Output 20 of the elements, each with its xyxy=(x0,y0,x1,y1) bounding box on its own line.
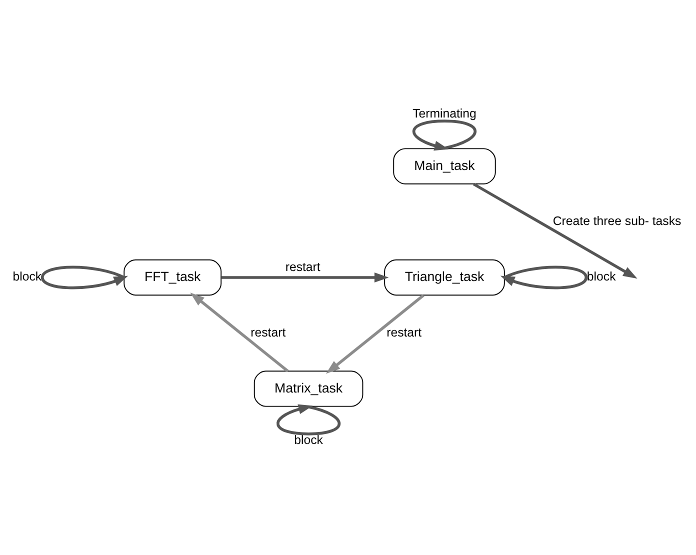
edge-label: block xyxy=(294,432,323,447)
node-box: Triangle_task xyxy=(384,259,505,296)
edge-label: restart xyxy=(386,325,422,340)
node-box: Main_task xyxy=(393,148,496,184)
edge-label: Terminating xyxy=(412,106,476,121)
node-box: Matrix_task xyxy=(254,370,364,407)
edge-label: Create three sub- tasks xyxy=(552,214,682,228)
edge-label: restart xyxy=(250,325,286,340)
arrow xyxy=(190,292,289,372)
edge-label: block xyxy=(586,270,616,284)
node-box: FFT_task xyxy=(124,259,222,296)
arrow xyxy=(326,294,424,374)
edge-label: block xyxy=(12,270,42,284)
arrow xyxy=(472,182,638,279)
arrow xyxy=(500,266,588,290)
arrow xyxy=(276,404,340,436)
edge-label: restart xyxy=(285,260,320,274)
arrow xyxy=(40,266,128,290)
arrow xyxy=(221,272,389,282)
arrow xyxy=(412,120,476,151)
